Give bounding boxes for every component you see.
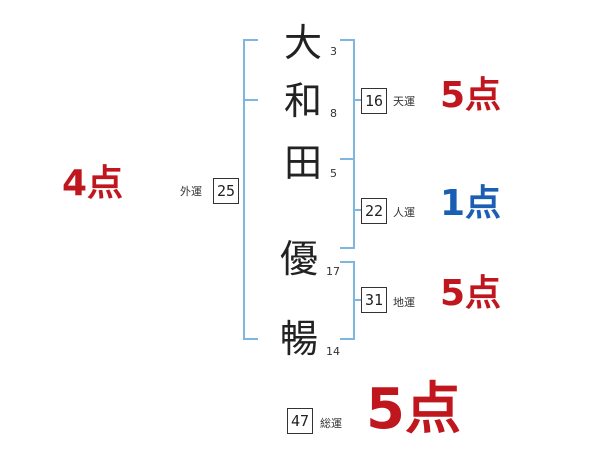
person-bracket	[340, 158, 355, 249]
gaikaku-score: 4点	[62, 163, 124, 204]
stroke-count-2: 8	[330, 107, 337, 120]
stroke-count-1: 3	[330, 45, 337, 58]
earth-bracket	[340, 261, 355, 340]
soukaku-score: 5点	[366, 377, 461, 442]
soukaku-value: 47	[287, 408, 313, 434]
name-char-1: 大	[284, 21, 323, 65]
tenkaku-value: 16	[361, 88, 387, 114]
soukaku-label: 総運	[320, 417, 342, 430]
gaikaku-value: 25	[213, 178, 239, 204]
name-char-2: 和	[284, 79, 323, 123]
stroke-count-3: 5	[330, 167, 337, 180]
chikaku-value: 31	[361, 287, 387, 313]
stroke-count-4: 17	[326, 265, 340, 278]
chikaku-score: 5点	[440, 273, 502, 314]
jinkaku-label: 人運	[393, 206, 415, 219]
outer-bracket	[243, 39, 258, 340]
jinkaku-value: 22	[361, 198, 387, 224]
jinkaku-score: 1点	[440, 183, 502, 224]
gaikaku-label: 外運	[180, 185, 202, 198]
stroke-count-5: 14	[326, 345, 340, 358]
tenkaku-label: 天運	[393, 95, 415, 108]
name-char-5: 暢	[280, 317, 319, 361]
name-char-4: 優	[280, 237, 319, 281]
tenkaku-score: 5点	[440, 75, 502, 116]
chikaku-label: 地運	[393, 296, 415, 309]
heaven-bracket	[340, 39, 355, 160]
name-char-3: 田	[284, 141, 323, 185]
